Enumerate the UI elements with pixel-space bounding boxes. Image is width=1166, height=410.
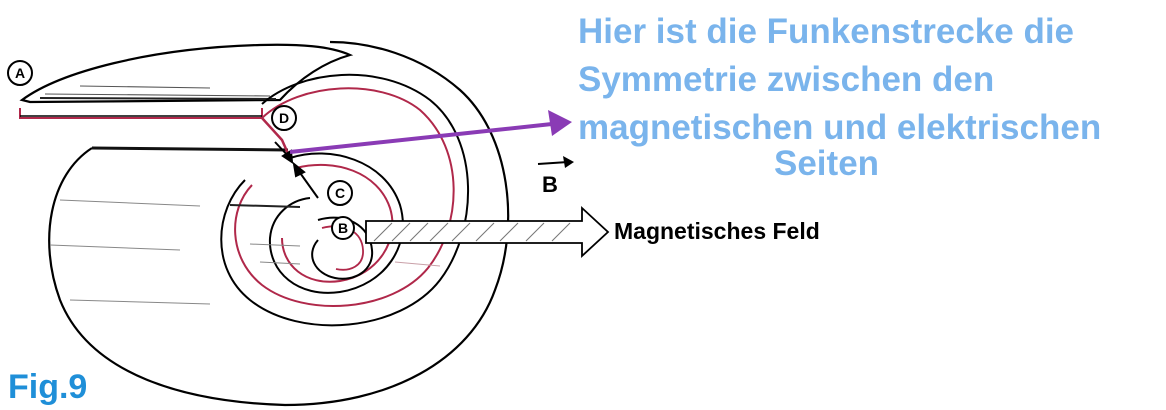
point-a-marker: A (8, 61, 32, 85)
vector-arrow-icon (538, 156, 574, 168)
caption-line-4: Seiten (774, 146, 879, 181)
caption-line-1: Hier ist die Funkenstrecke die (578, 14, 1074, 49)
purple-arrow-icon (290, 110, 572, 152)
point-c-marker: C (328, 181, 352, 205)
point-b-label: B (338, 220, 348, 236)
point-c-label: C (335, 185, 345, 201)
caption-line-2: Symmetrie zwischen den (578, 62, 994, 97)
point-b-marker: B (332, 217, 354, 239)
top-flap (22, 45, 350, 102)
caption-line-3: magnetischen und elektrischen (578, 110, 1101, 145)
magnetic-field-label: Magnetisches Feld (614, 218, 820, 245)
point-d-marker: D (272, 106, 296, 130)
gap-shading (92, 148, 288, 150)
point-d-label: D (279, 110, 289, 126)
point-a-label: A (15, 65, 25, 81)
figure-label: Fig.9 (8, 368, 87, 407)
vector-label: B (542, 172, 558, 197)
body-shading (50, 200, 440, 304)
